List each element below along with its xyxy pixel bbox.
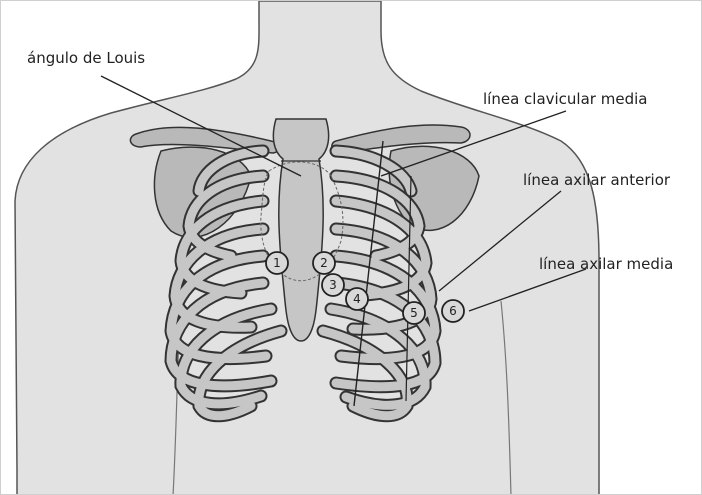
electrode-label-3: 3 [329, 278, 337, 292]
label-linea-axilar-media: línea axilar media [539, 257, 673, 272]
label-linea-axilar-anterior: línea axilar anterior [523, 173, 670, 188]
electrode-label-1: 1 [273, 256, 281, 270]
label-linea-clavicular-media: línea clavicular media [483, 92, 647, 107]
electrode-label-5: 5 [410, 306, 418, 320]
label-angulo-de-louis: ángulo de Louis [27, 51, 145, 66]
electrode-label-4: 4 [353, 292, 361, 306]
electrode-label-6: 6 [449, 304, 457, 318]
electrode-label-2: 2 [320, 256, 328, 270]
